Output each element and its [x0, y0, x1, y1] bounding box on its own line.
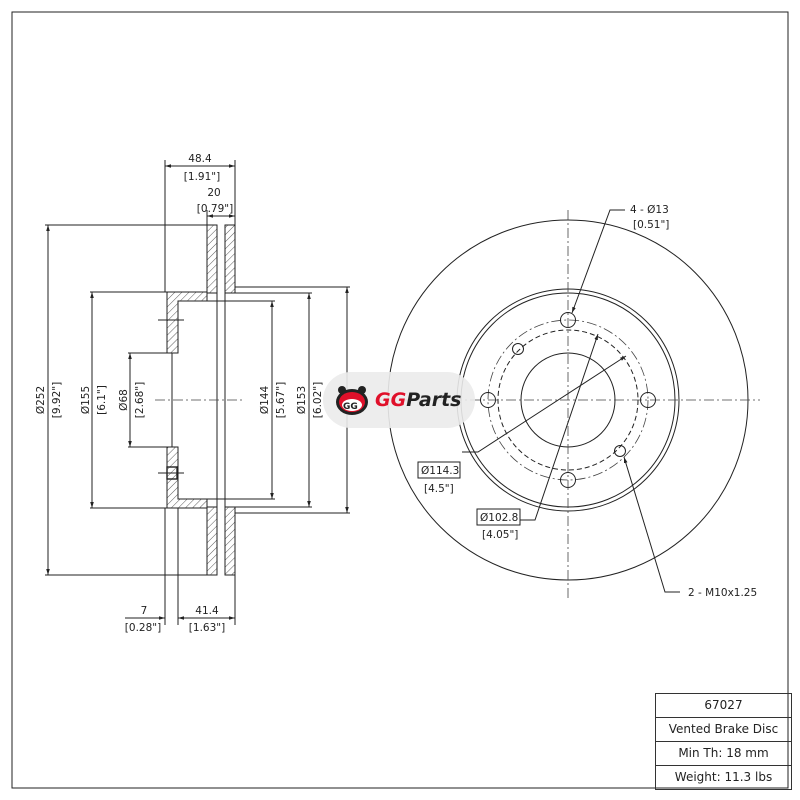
- dim-outer-diameter-in: [9.92"]: [51, 382, 63, 418]
- weight: Weight: 11.3 lbs: [656, 765, 791, 789]
- dim-overall-width: 48.4: [188, 153, 212, 165]
- dim-153-in: [6.02"]: [312, 382, 324, 418]
- dim-thickness: 20: [207, 187, 220, 199]
- logo-text: GGParts: [375, 389, 462, 411]
- dim-hub-thickness-in: [0.28"]: [125, 622, 161, 634]
- dim-hat-height: 41.4: [195, 605, 219, 617]
- bolt-holes-label: 4 - Ø13: [630, 204, 669, 216]
- pilot-circle-label: Ø102.8: [480, 512, 518, 524]
- gg-parts-logo: GG GGParts: [323, 372, 475, 428]
- dim-center-bore-in: [2.68"]: [134, 382, 146, 418]
- title-block: 67027 Vented Brake Disc Min Th: 18 mm We…: [655, 693, 792, 790]
- dim-144-in: [5.67"]: [275, 382, 287, 418]
- svg-text:GG: GG: [343, 402, 358, 412]
- threaded-hole: [614, 445, 626, 457]
- part-number: 67027: [704, 698, 743, 712]
- dim-thickness-in: [0.79"]: [197, 203, 233, 215]
- dim-overall-width-in: [1.91"]: [184, 171, 220, 183]
- dim-144: Ø144: [259, 386, 271, 415]
- side-section-view: 48.4 [1.91"] 20 [0.79"] Ø252 [9.92"] Ø15…: [35, 153, 350, 634]
- bolt-circle-label: Ø114.3: [421, 465, 459, 477]
- dim-hub-thickness: 7: [141, 605, 148, 617]
- min-thickness: Min Th: 18 mm: [656, 741, 791, 765]
- dim-hat-diameter-in: [6.1"]: [96, 385, 108, 415]
- pilot-circle-label-in: [4.05"]: [482, 529, 518, 541]
- dim-center-bore: Ø68: [118, 389, 130, 411]
- dim-hat-height-in: [1.63"]: [189, 622, 225, 634]
- bolt-holes-label-in: [0.51"]: [633, 219, 669, 231]
- threaded-holes-label: 2 - M10x1.25: [688, 587, 757, 599]
- dim-outer-diameter: Ø252: [35, 386, 47, 414]
- sheet-border: [11, 11, 789, 789]
- mascot-icon: GG: [336, 386, 368, 415]
- dim-153: Ø153: [296, 386, 308, 414]
- part-description: Vented Brake Disc: [656, 717, 791, 741]
- dim-hat-diameter: Ø155: [80, 386, 92, 414]
- bolt-circle-label-in: [4.5"]: [424, 483, 454, 495]
- threaded-hole: [512, 343, 524, 355]
